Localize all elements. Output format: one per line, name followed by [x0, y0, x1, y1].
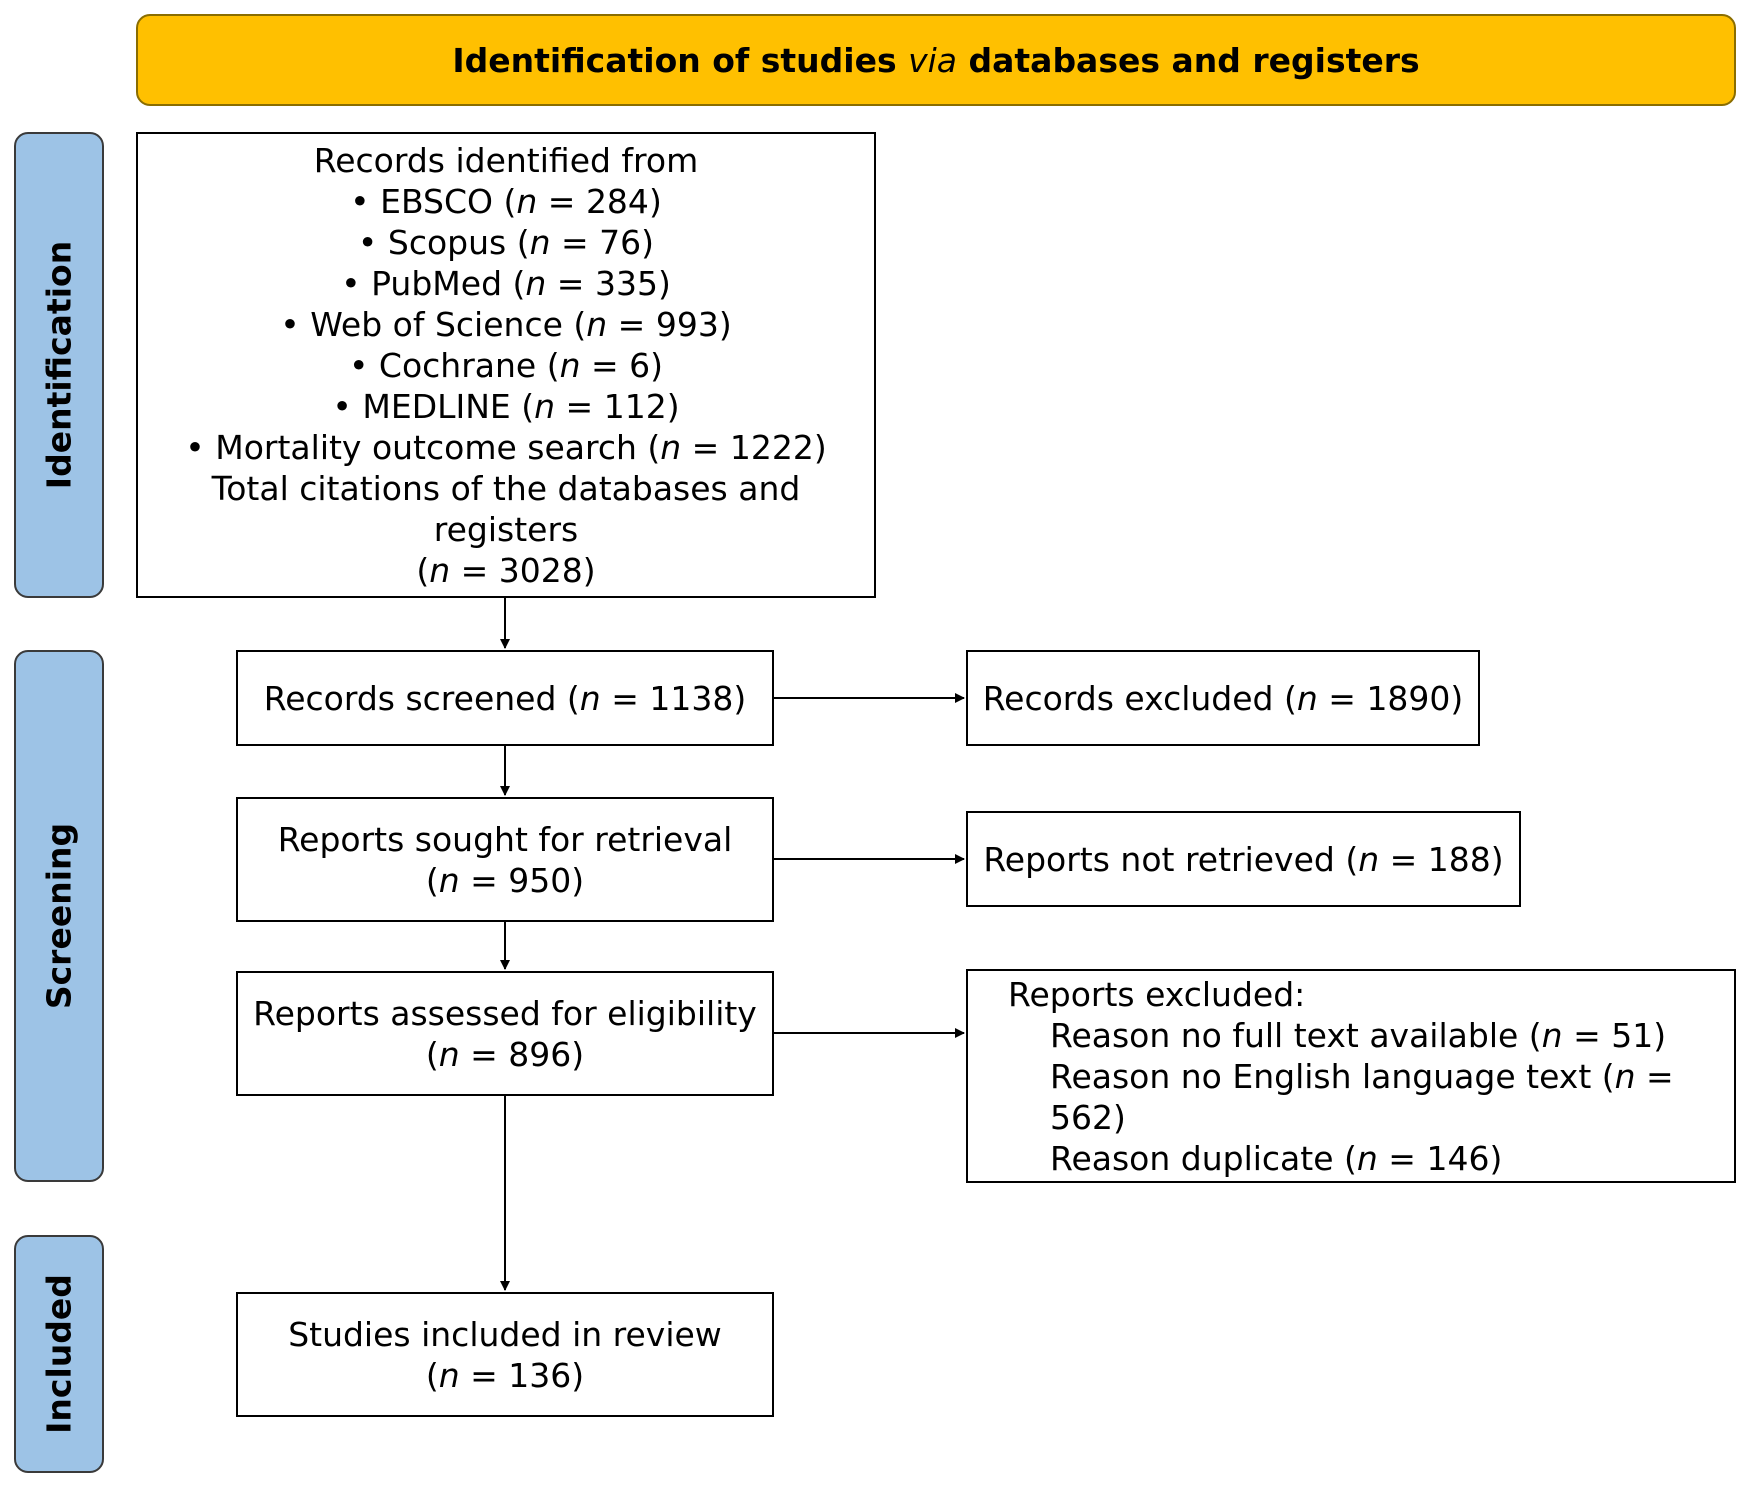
- database-item: • Cochrane (n = 6): [348, 345, 664, 385]
- exclusion-reason: Reason duplicate (n = 146): [1050, 1138, 1503, 1178]
- reports-excluded-reasons: Reason no full text available (n = 51)Re…: [1008, 1015, 1734, 1179]
- studies-included-box: Studies included in review (n = 136): [236, 1292, 774, 1417]
- studies-included-label: Studies included in review: [288, 1314, 722, 1354]
- records-identified-list: • EBSCO (n = 284)• Scopus (n = 76)• PubM…: [185, 181, 826, 468]
- reports-excluded-box: Reports excluded: Reason no full text av…: [966, 969, 1736, 1183]
- records-screened-box: Records screened (n = 1138): [236, 650, 774, 746]
- database-item: • MEDLINE (n = 112): [332, 386, 680, 426]
- database-item: • PubMed (n = 335): [341, 263, 671, 303]
- database-item: • EBSCO (n = 284): [350, 181, 662, 221]
- reports-not-retrieved-box: Reports not retrieved (n = 188): [966, 811, 1521, 907]
- phase-screening: Screening: [14, 650, 104, 1182]
- records-screened-text: Records screened (n = 1138): [263, 678, 747, 718]
- database-item: • Scopus (n = 76): [357, 222, 655, 262]
- records-excluded-text: Records excluded (n = 1890): [982, 678, 1464, 718]
- header-pre: Identification of studies: [452, 40, 909, 80]
- database-item: • Web of Science (n = 993): [280, 304, 732, 344]
- header-post: databases and registers: [957, 40, 1420, 80]
- reports-sought-box: Reports sought for retrieval (n = 950): [236, 797, 774, 922]
- exclusion-reason: Reason no English language text (n = 562…: [1050, 1056, 1674, 1137]
- reports-excluded-title: Reports excluded:: [1008, 974, 1306, 1014]
- reports-sought-count: (n = 950): [425, 860, 585, 900]
- records-excluded-box: Records excluded (n = 1890): [966, 650, 1480, 746]
- studies-included-count: (n = 136): [425, 1355, 585, 1395]
- reports-assessed-box: Reports assessed for eligibility (n = 89…: [236, 971, 774, 1096]
- phase-included: Included: [14, 1235, 104, 1473]
- total-citations-count: (n = 3028): [416, 550, 596, 590]
- reports-assessed-count: (n = 896): [425, 1034, 585, 1074]
- total-citations-label: Total citations of the databases and reg…: [211, 468, 801, 549]
- exclusion-reason: Reason no full text available (n = 51): [1050, 1015, 1667, 1055]
- records-identified-title: Records identified from: [313, 140, 699, 180]
- records-identified-box: Records identified from • EBSCO (n = 284…: [136, 132, 876, 598]
- reports-not-retrieved-text: Reports not retrieved (n = 188): [983, 839, 1504, 879]
- header-italic: via: [908, 40, 958, 80]
- phase-identification: Identification: [14, 132, 104, 598]
- reports-sought-label: Reports sought for retrieval: [277, 819, 733, 859]
- header-banner: Identification of studies via databases …: [136, 14, 1736, 106]
- reports-assessed-label: Reports assessed for eligibility: [253, 993, 757, 1033]
- database-item: • Mortality outcome search (n = 1222): [185, 427, 827, 467]
